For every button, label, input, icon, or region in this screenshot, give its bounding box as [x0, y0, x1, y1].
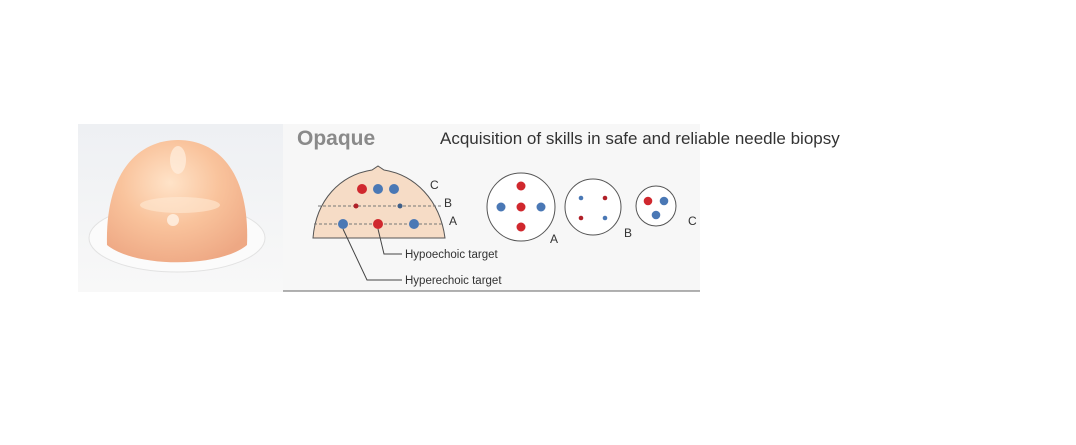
- hyperechoic-legend: Hyperechoic target: [405, 275, 502, 287]
- hyperechoic-target: [397, 203, 403, 209]
- slice-a: A: [486, 172, 558, 246]
- layer-label-a: A: [449, 214, 457, 228]
- slice-label-a: A: [550, 232, 558, 246]
- hypoechoic-target: [357, 184, 367, 194]
- slice-c: C: [635, 185, 697, 228]
- headline: Acquisition of skills in safe and reliab…: [440, 129, 840, 148]
- hypoechoic-target: [373, 219, 383, 229]
- hypoechoic-target: [353, 203, 359, 209]
- layer-label-b: B: [444, 196, 452, 210]
- layer-label-c: C: [430, 178, 439, 192]
- product-label: Opaque: [297, 127, 375, 150]
- hypoechoic-legend: Hypoechoic target: [405, 249, 498, 261]
- hyperechoic-leader-line: [342, 228, 402, 281]
- slice-label-b: B: [624, 226, 632, 240]
- hyperechoic-target: [389, 184, 399, 194]
- slice-b: B: [564, 178, 632, 240]
- slice-label-c: C: [688, 214, 697, 228]
- hyperechoic-target: [338, 219, 348, 229]
- cross-section: C B A Hypoechoic target Hyperechoic targ…: [312, 165, 502, 287]
- phantom-photo: [78, 124, 283, 292]
- hyperechoic-target: [409, 219, 419, 229]
- hyperechoic-target: [373, 184, 383, 194]
- hypoechoic-leader-line: [377, 228, 402, 255]
